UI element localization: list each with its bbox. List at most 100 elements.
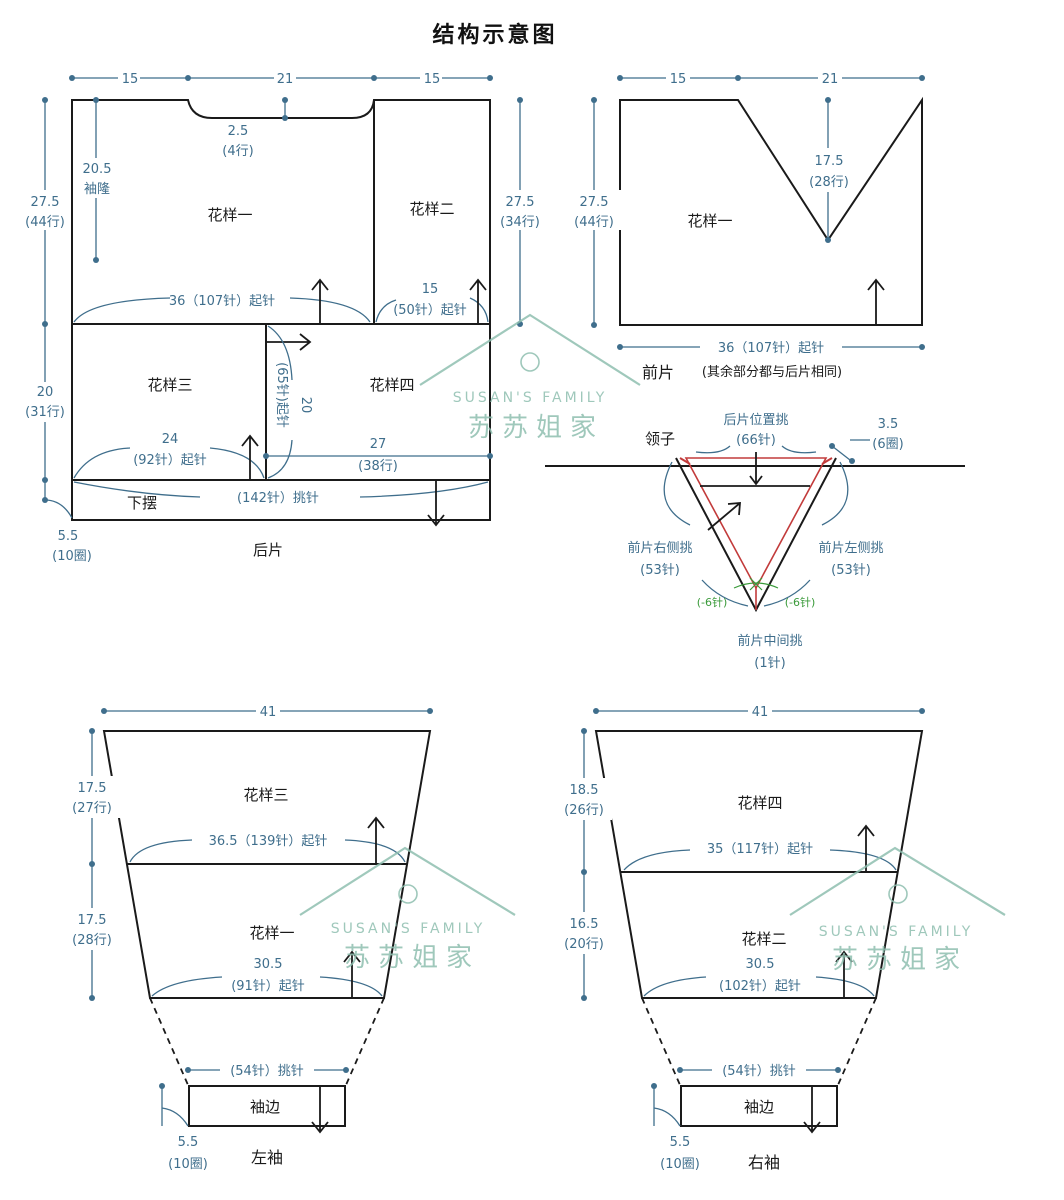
right-sleeve-label: 右袖: [748, 1153, 780, 1172]
watermark-cn: 苏苏姐家: [832, 945, 968, 975]
right-sleeve: 41 袖边 18.5 (26行) 16.5 (20行) 花样四 花样二 35（1…: [556, 703, 925, 1172]
collar-dec-right: (-6针): [785, 595, 816, 609]
front-v-depth: 17.5: [815, 154, 844, 169]
back-cast-4-vert: 20: [298, 397, 313, 414]
back-hem-pick: (142针）挑针: [237, 491, 319, 506]
front-note: (其余部分都与后片相同): [702, 364, 842, 380]
left-cuff: [188, 1085, 346, 1127]
armhole-label: 袖隆: [84, 182, 110, 197]
back-hem-label: 下摆: [127, 494, 157, 512]
back-cast-2: (50针）起针: [393, 303, 467, 318]
left-sleeve-pick: (54针）挑针: [230, 1064, 304, 1079]
hem-height: 5.5: [58, 529, 79, 544]
watermark-left-sleeve: SUSAN'S FAMILY 苏苏姐家: [299, 846, 516, 973]
back-lower-height: 20: [37, 385, 54, 400]
back-cast-1: 36（107针）起针: [169, 294, 275, 309]
left-sleeve: 41 袖边 17.5 (27行) 17.5 (28行) 花样三 花样一 36.5…: [64, 703, 433, 1172]
diagram-title: 结构示意图: [432, 22, 557, 48]
right-cuff-height: 5.5: [670, 1135, 691, 1150]
right-cuff-rounds: (10圈): [660, 1157, 700, 1172]
right-sleeve-pattern-bottom: 花样二: [741, 930, 786, 948]
back-width-mid: 21: [277, 72, 294, 87]
left-sleeve-h1-rows: (27行): [72, 801, 112, 816]
right-sleeve-h2-rows: (20行): [564, 937, 604, 952]
left-sleeve-h2-rows: (28行): [72, 933, 112, 948]
front-height-rows: (44行): [574, 215, 614, 230]
back-cast-3-num: 24: [162, 432, 179, 447]
right-sleeve-cast-1: 35（117针）起针: [707, 842, 813, 857]
back-upper-rows: (44行): [25, 215, 65, 230]
back-right-height: 27.5: [506, 195, 535, 210]
right-sleeve-pattern-top: 花样四: [737, 794, 782, 812]
back-width-left: 15: [122, 72, 139, 87]
right-sleeve-h2: 16.5: [570, 917, 599, 932]
back-pattern-4: 花样四: [369, 376, 414, 394]
right-sleeve-h1: 18.5: [570, 783, 599, 798]
front-v-rows: (28行): [809, 175, 849, 190]
watermark-en: SUSAN'S FAMILY: [819, 924, 974, 940]
back-pattern-1: 花样一: [207, 206, 252, 224]
left-sleeve-h2: 17.5: [78, 913, 107, 928]
left-sleeve-label: 左袖: [251, 1148, 283, 1167]
collar-rounds: (6圈): [872, 437, 903, 452]
front-label: 前片: [642, 363, 674, 382]
back-upper-height: 27.5: [31, 195, 60, 210]
front-pattern: 花样一: [687, 212, 732, 230]
left-sleeve-cast-1: 36.5（139针）起针: [209, 834, 328, 849]
left-cuff-height: 5.5: [178, 1135, 199, 1150]
collar-label: 领子: [645, 430, 675, 448]
back-cast-4-num: 27: [370, 437, 387, 452]
left-sleeve-width: 41: [260, 705, 277, 720]
collar-back-pick-sts: (66针): [736, 433, 776, 448]
front-width-left: 15: [670, 72, 687, 87]
right-sleeve-cast-2-num: 30.5: [746, 957, 775, 972]
back-pattern-2: 花样二: [409, 200, 454, 218]
left-sleeve-pattern-bottom: 花样一: [249, 924, 294, 942]
collar-rounds-height: 3.5: [878, 417, 899, 432]
back-right-rows: (34行): [500, 215, 540, 230]
collar-back-pick: 后片位置挑: [723, 413, 788, 428]
watermark-en: SUSAN'S FAMILY: [331, 921, 486, 937]
collar-diagram: 领子 后片位置挑 (66针) 3.5 (6圈) 前片右侧挑 (53针) 前片左侧…: [545, 413, 965, 671]
left-sleeve-pattern-top: 花样三: [243, 786, 288, 804]
left-sleeve-cast-2: (91针）起针: [231, 979, 305, 994]
left-sleeve-h1: 17.5: [78, 781, 107, 796]
right-cuff: [680, 1085, 838, 1127]
left-cuff-rounds: (10圈): [168, 1157, 208, 1172]
right-sleeve-pick: (54针）挑针: [722, 1064, 796, 1079]
right-sleeve-cast-2: (102针）起针: [719, 979, 801, 994]
back-cast-4-rows: (38行): [358, 459, 398, 474]
collar-left-pick: 前片左侧挑: [818, 540, 883, 556]
neck-rows: (4行): [222, 144, 253, 159]
left-sleeve-cast-2-num: 30.5: [254, 957, 283, 972]
back-lower-rows: (31行): [25, 405, 65, 420]
collar-right-sts: (53针): [640, 563, 680, 578]
watermark-cn: 苏苏姐家: [468, 413, 604, 443]
front-width-right: 21: [822, 72, 839, 87]
collar-right-pick: 前片右侧挑: [627, 540, 692, 556]
right-sleeve-h1-rows: (26行): [564, 803, 604, 818]
back-cast-3: (92针）起针: [133, 453, 207, 468]
back-pattern-3: 花样三: [147, 376, 192, 394]
front-cast: 36（107针）起针: [718, 341, 824, 356]
armhole-depth: 20.5: [83, 162, 112, 177]
collar-dec-left: (-6针): [697, 595, 728, 609]
back-width-right: 15: [424, 72, 441, 87]
back-cast-2-num: 15: [422, 282, 439, 297]
watermark-cn: 苏苏姐家: [344, 943, 480, 973]
watermark-top: SUSAN'S FAMILY 苏苏姐家: [419, 313, 641, 443]
back-cast-4-vert-sts: (65针)起针: [274, 362, 289, 428]
watermark-right-sleeve: SUSAN'S FAMILY 苏苏姐家: [789, 846, 1006, 975]
collar-left-sts: (53针): [831, 563, 871, 578]
back-label: 后片: [253, 541, 283, 559]
back-piece: 15 21 15 2.5 (4行) 20.5 袖隆 27.5 (44行) 20 …: [18, 70, 548, 564]
right-cuff-label: 袖边: [744, 1098, 774, 1116]
left-cuff-label: 袖边: [250, 1098, 280, 1116]
front-piece: 15 21 17.5 (28行) 27.5 (44行) 花样一 36（107针）…: [566, 70, 925, 382]
front-height: 27.5: [580, 195, 609, 210]
hem-rounds: (10圈): [52, 549, 92, 564]
watermark-en: SUSAN'S FAMILY: [453, 390, 608, 406]
front-outline: [619, 96, 923, 326]
neck-depth: 2.5: [228, 124, 249, 139]
